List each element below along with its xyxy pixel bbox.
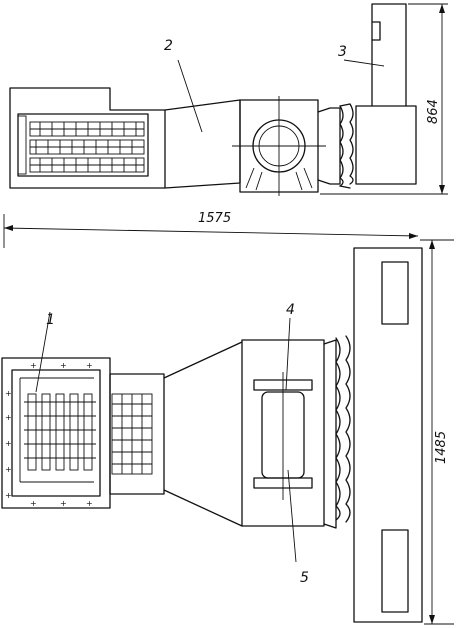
bellows-coupling xyxy=(317,103,354,189)
motor-tower xyxy=(343,3,417,185)
dimension-864-text: 864 xyxy=(426,99,441,124)
label-1: 1 xyxy=(46,312,55,328)
svg-text:+: + xyxy=(86,361,93,370)
brick-rack-top xyxy=(29,121,145,173)
dimension-1485-text: 1485 xyxy=(434,431,449,464)
label-2: 2 xyxy=(164,38,173,54)
svg-text:+: + xyxy=(30,499,37,508)
dimension-1575: 1575 xyxy=(3,211,419,248)
furnace-plan: + + + + + + + + + + + xyxy=(1,311,165,509)
bolt-marks: + + + + + + + + + + + xyxy=(5,361,93,508)
svg-text:+: + xyxy=(60,361,67,370)
svg-text:+: + xyxy=(86,499,93,508)
fan-housing xyxy=(232,96,326,196)
svg-text:+: + xyxy=(5,389,12,398)
svg-text:+: + xyxy=(5,439,12,448)
svg-text:+: + xyxy=(60,499,67,508)
side-elevation: 2 3 864 xyxy=(9,3,448,196)
svg-text:+: + xyxy=(5,491,12,500)
dimension-1485: 1485 xyxy=(420,239,454,625)
fan-plan xyxy=(241,317,325,563)
duct-plan xyxy=(163,341,243,527)
plan-view: + + + + + + + + + + + xyxy=(1,239,454,625)
bellows-plan xyxy=(323,335,351,529)
svg-text:+: + xyxy=(5,465,12,474)
label-3: 3 xyxy=(338,44,347,60)
svg-text:+: + xyxy=(5,413,12,422)
dimension-864: 864 xyxy=(408,3,448,195)
motor-bed-plan xyxy=(353,247,423,623)
label-4: 4 xyxy=(286,302,295,318)
furnace-chamber xyxy=(9,87,166,189)
label-5: 5 xyxy=(300,570,309,586)
dimension-1575-text: 1575 xyxy=(198,211,231,226)
svg-text:+: + xyxy=(30,361,37,370)
brick-stack-plan xyxy=(24,393,153,475)
duct-transition xyxy=(164,59,241,189)
